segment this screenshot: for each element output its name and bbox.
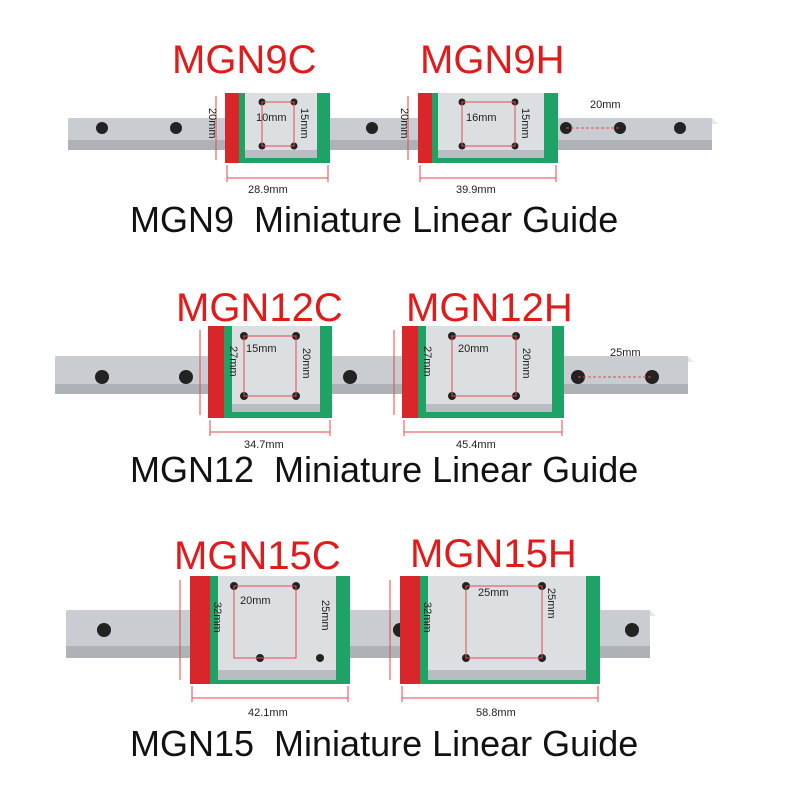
height-mgn12h: 27mm <box>421 346 433 377</box>
hole-h-mgn12h: 20mm <box>458 343 489 355</box>
variant-label-mgn15h: MGN15H <box>410 532 577 576</box>
width-mgn15c: 42.1mm <box>248 707 288 719</box>
hole-h-mgn12c: 15mm <box>246 343 277 355</box>
section-mgn12: MGN12C MGN12H <box>0 260 800 510</box>
section-mgn9: MGN9C MGN9H <box>0 0 800 250</box>
guide-illustration-mgn9: 28.9mm 39.9mm 20mm 20mm 10mm 16mm 15mm 1… <box>68 93 718 196</box>
rail-pitch-mgn12: 25mm <box>610 347 641 359</box>
block-mgn15c <box>190 576 350 684</box>
caption-mgn15: MGN15 Miniature Linear Guide <box>130 723 639 764</box>
height-mgn15c: 32mm <box>211 602 223 633</box>
width-mgn12h: 45.4mm <box>456 439 496 451</box>
rail-pitch-mgn9: 20mm <box>590 99 621 111</box>
hole-h-mgn15c: 20mm <box>240 595 271 607</box>
guide-illustration-mgn12: 34.7mm 45.4mm 27mm 27mm 15mm 20mm 20mm 2… <box>55 326 694 451</box>
hole-v-mgn12h: 20mm <box>520 348 532 379</box>
rail <box>68 118 718 150</box>
section-mgn15: MGN15C MGN15H <box>0 530 800 800</box>
hole-v-mgn15h: 25mm <box>545 588 557 619</box>
block-mgn9h <box>418 93 558 163</box>
hole-v-mgn12c: 20mm <box>300 348 312 379</box>
dimension-lines <box>199 330 652 436</box>
rail <box>55 356 694 394</box>
variant-label-mgn9c: MGN9C <box>172 38 317 82</box>
caption-mgn12: MGN12 Miniature Linear Guide <box>130 449 639 490</box>
caption-mgn9: MGN9 Miniature Linear Guide <box>130 199 619 240</box>
variant-label-mgn12c: MGN12C <box>176 286 343 330</box>
hole-v-mgn15c: 25mm <box>319 600 331 631</box>
height-mgn15h: 32mm <box>421 602 433 633</box>
block-mgn12c <box>208 326 332 418</box>
hole-h-mgn9h: 16mm <box>466 112 497 124</box>
guide-illustration-mgn15: 42.1mm 58.8mm 32mm 32mm 20mm 25mm 25mm 2… <box>66 576 656 719</box>
block-mgn15h <box>400 576 600 684</box>
hole-v-mgn9c: 15mm <box>298 108 310 139</box>
width-mgn9c: 28.9mm <box>248 184 288 196</box>
height-mgn9h: 20mm <box>398 108 410 139</box>
width-mgn9h: 39.9mm <box>456 184 496 196</box>
height-mgn9c: 20mm <box>206 108 218 139</box>
height-mgn12c: 27mm <box>227 346 239 377</box>
width-mgn15h: 58.8mm <box>476 707 516 719</box>
dimension-lines <box>179 580 599 702</box>
variant-label-mgn9h: MGN9H <box>420 38 565 82</box>
block-mgn12h <box>402 326 564 418</box>
hole-h-mgn15h: 25mm <box>478 587 509 599</box>
variant-label-mgn12h: MGN12H <box>406 286 573 330</box>
hole-v-mgn9h: 15mm <box>519 108 531 139</box>
dimension-lines <box>215 96 620 182</box>
hole-h-mgn9c: 10mm <box>256 112 287 124</box>
block-mgn9c <box>225 93 330 163</box>
variant-label-mgn15c: MGN15C <box>174 534 341 578</box>
width-mgn12c: 34.7mm <box>244 439 284 451</box>
